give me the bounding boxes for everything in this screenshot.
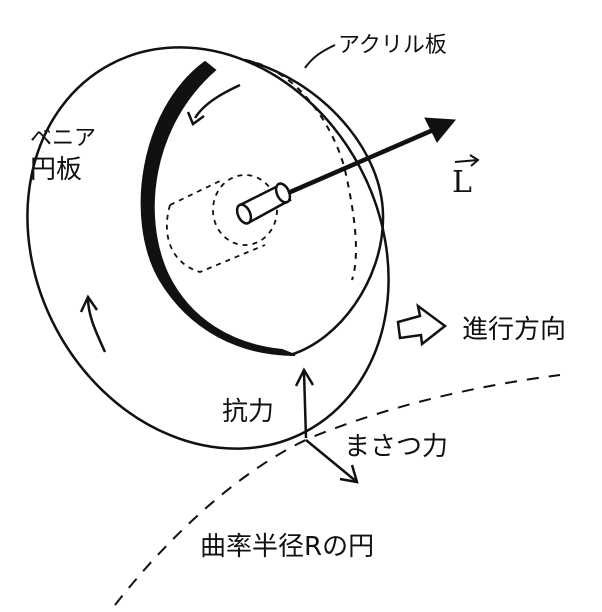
rotation-arrow-acrylic bbox=[186, 83, 241, 126]
acrylic-plate-rim bbox=[244, 58, 385, 357]
veneer-plate-label-line1: ベニア bbox=[30, 126, 96, 151]
normal-force-arrow bbox=[294, 367, 315, 439]
friction-force-label: まさつ力 bbox=[344, 432, 448, 462]
direction-of-motion-label: 進行方向 bbox=[462, 315, 566, 345]
hub-cylinder-hidden bbox=[165, 174, 278, 273]
acrylic-plate-label: アクリル板 bbox=[338, 33, 447, 58]
acrylic-label-leader bbox=[304, 44, 336, 69]
direction-of-motion-arrow bbox=[396, 303, 448, 347]
angular-momentum-arrow bbox=[287, 117, 457, 196]
veneer-plate-label-line2: 円板 bbox=[30, 155, 82, 185]
rotation-arrow-veneer bbox=[79, 294, 107, 353]
normal-force-label: 抗力 bbox=[222, 397, 274, 427]
angular-momentum-label: L bbox=[452, 154, 480, 200]
axle bbox=[235, 182, 292, 225]
svg-text:L: L bbox=[452, 165, 472, 200]
friction-force-arrow bbox=[305, 439, 359, 484]
acrylic-plate-thick-edge bbox=[140, 60, 296, 356]
curvature-circle-label: 曲率半径Rの円 bbox=[200, 532, 374, 562]
